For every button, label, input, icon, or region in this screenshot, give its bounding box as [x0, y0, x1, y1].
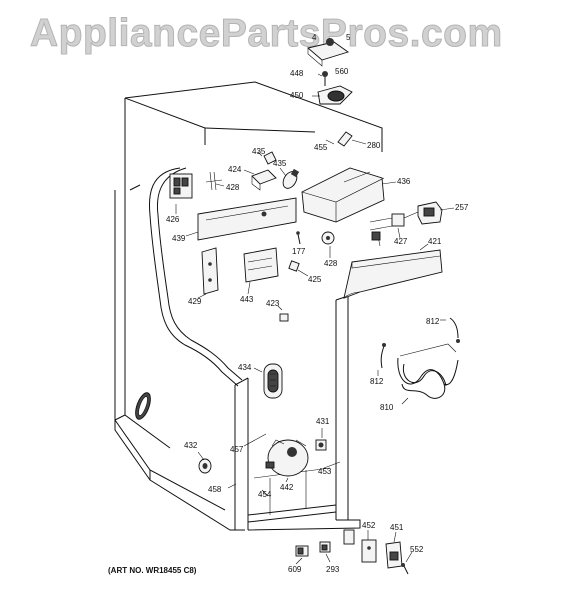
- callout-423: 423: [266, 299, 280, 308]
- part-427-wiring: [369, 211, 419, 247]
- part-429-bracket: [201, 247, 219, 295]
- part-432-roller: [198, 458, 212, 474]
- callout-labels: 4 5 448 560 450 455 280 435 424 428 435 …: [166, 33, 469, 574]
- callout-436: 436: [397, 177, 411, 186]
- callout-552: 552: [410, 545, 424, 554]
- part-431-bumper: [315, 439, 327, 451]
- callout-293: 293: [326, 565, 340, 574]
- part-434-duct-cover: [263, 363, 283, 399]
- part-293-plug: [319, 541, 331, 553]
- callout-421: 421: [428, 237, 442, 246]
- callout-609: 609: [288, 565, 302, 574]
- callout-812-lower: 812: [370, 377, 384, 386]
- part-452-bracket: [361, 539, 377, 563]
- callout-452: 452: [362, 521, 376, 530]
- art-number-caption: (ART NO. WR18455 C8): [108, 566, 197, 575]
- callout-435-lower: 435: [273, 159, 287, 168]
- callout-448: 448: [290, 69, 304, 78]
- callout-810: 810: [380, 403, 394, 412]
- part-552-screw: [401, 563, 409, 575]
- callout-425: 425: [308, 275, 322, 284]
- part-421-cover: [343, 249, 443, 299]
- part-812-tube-lower: [380, 343, 386, 369]
- part-810-heater: [397, 343, 459, 399]
- callout-439: 439: [172, 234, 186, 243]
- callout-451: 451: [390, 523, 404, 532]
- callout-560: 560: [335, 67, 349, 76]
- part-812-tube-upper: [449, 317, 460, 343]
- part-436-light-housing: [301, 167, 385, 223]
- callout-4: 4: [312, 33, 317, 42]
- part-448-knob: [307, 38, 350, 67]
- part-423-clip: [279, 313, 289, 322]
- callout-453: 453: [318, 467, 332, 476]
- part-443-bracket: [243, 247, 279, 283]
- part-177-screw: [296, 231, 301, 245]
- callout-458: 458: [208, 485, 222, 494]
- callout-426: 426: [166, 215, 180, 224]
- part-451-hinge: [385, 541, 403, 569]
- callout-457: 457: [230, 445, 244, 454]
- part-424-socket: [251, 169, 277, 191]
- callout-257: 257: [455, 203, 469, 212]
- callout-443: 443: [240, 295, 254, 304]
- callout-450: 450: [290, 91, 304, 100]
- part-front-cap: [343, 529, 355, 545]
- callout-428-lower: 428: [324, 259, 338, 268]
- callout-5: 5: [346, 33, 351, 42]
- part-609-switch: [295, 545, 309, 557]
- part-439-bracket: [197, 197, 297, 241]
- refrigerator-cabinet: [114, 81, 383, 531]
- callout-431: 431: [316, 417, 330, 426]
- callout-427: 427: [394, 237, 408, 246]
- callout-812-upper: 812: [426, 317, 440, 326]
- part-428-connector: [205, 171, 223, 191]
- part-450-control: [317, 85, 353, 105]
- part-425-clip: [288, 260, 300, 272]
- part-442-damper: [265, 439, 309, 477]
- callout-442: 442: [280, 483, 294, 492]
- part-435-switch: [263, 151, 277, 165]
- callout-454: 454: [258, 490, 272, 499]
- leader-lines: [175, 73, 455, 565]
- part-435-bulb: [282, 168, 300, 189]
- callout-455: 455: [314, 143, 328, 152]
- callout-280: 280: [367, 141, 381, 150]
- part-560-screw: [322, 71, 328, 86]
- callout-429: 429: [188, 297, 202, 306]
- part-428-thermostat: [321, 231, 335, 245]
- callout-428-upper: 428: [226, 183, 240, 192]
- callout-177: 177: [292, 247, 306, 256]
- part-426-terminal-block: [169, 173, 193, 199]
- callout-434: 434: [238, 363, 252, 372]
- callout-424: 424: [228, 165, 242, 174]
- callout-435-upper: 435: [252, 147, 266, 156]
- wire-harness: [149, 167, 243, 387]
- part-257-relay: [417, 201, 443, 225]
- part-280-sensor: [337, 131, 353, 147]
- callout-432: 432: [184, 441, 198, 450]
